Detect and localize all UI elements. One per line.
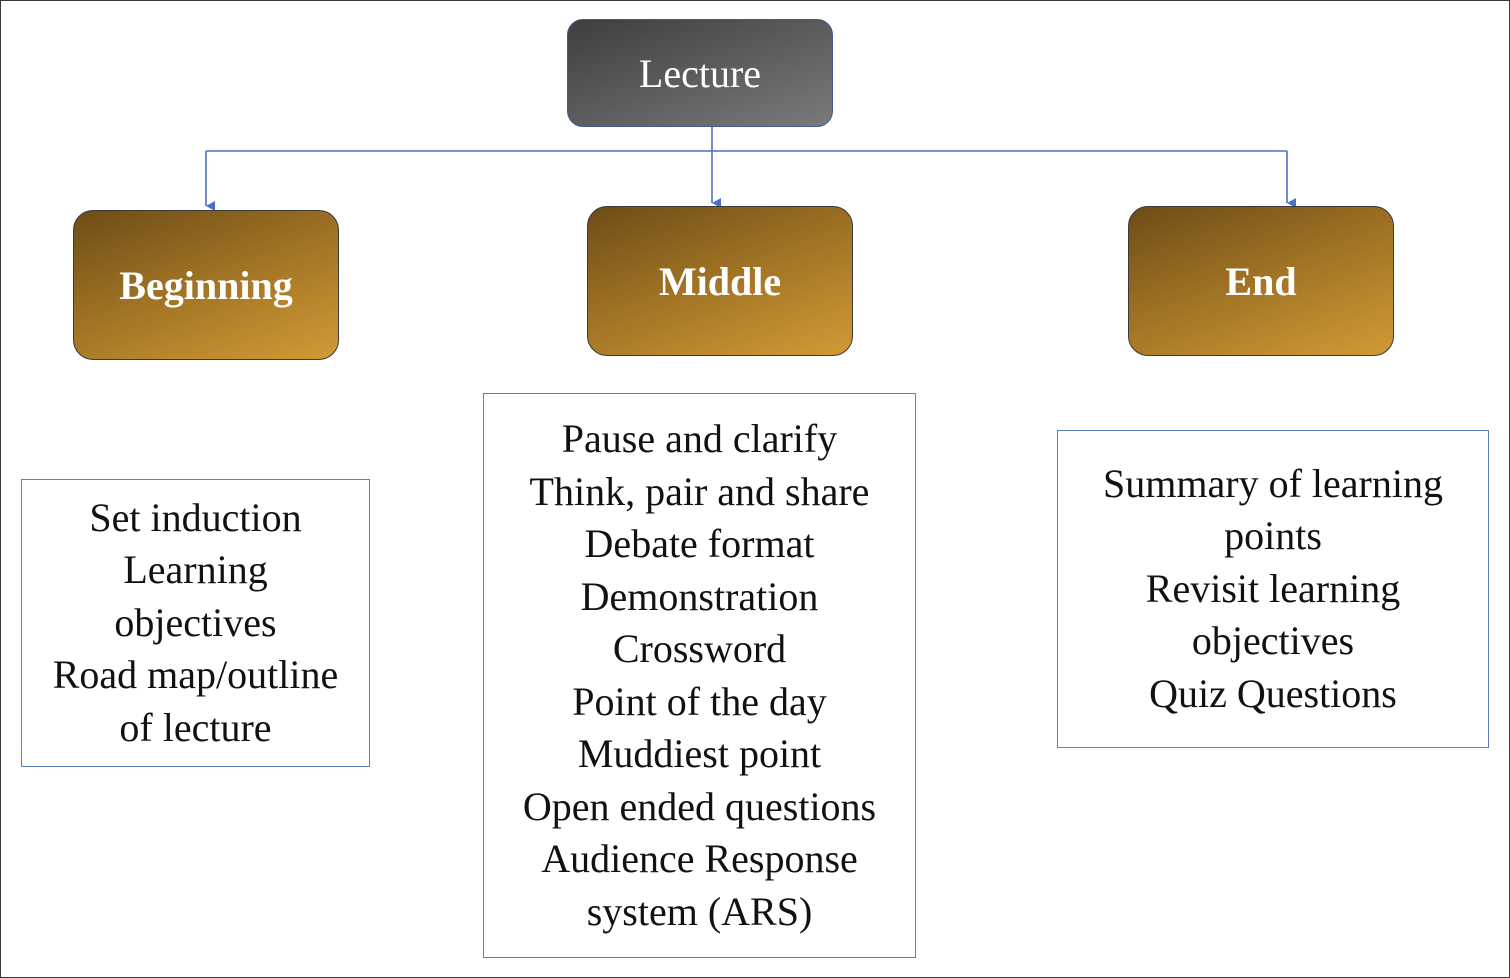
detail-item: Revisit learning: [1145, 565, 1401, 611]
detail-item: Demonstration: [580, 573, 819, 619]
detail-item: Think, pair and share: [529, 468, 870, 514]
detail-box-end: Summary of learning points Revisit learn…: [1057, 430, 1489, 748]
root-node-lecture: Lecture: [567, 19, 833, 127]
detail-item: Road map/outline: [52, 652, 339, 698]
detail-item: Pause and clarify: [561, 416, 838, 461]
detail-item: Summary of learning: [1103, 460, 1443, 506]
phase-node-beginning: Beginning: [73, 210, 339, 360]
detail-box-middle: Pause and clarify Think, pair and share …: [483, 393, 916, 958]
detail-box-beginning: Set induction Learning objectives Road m…: [21, 479, 370, 767]
detail-item: Debate format: [584, 521, 815, 566]
phase-node-middle: Middle: [587, 206, 853, 356]
phase-node-end: End: [1128, 206, 1394, 356]
detail-item: Audience Response: [541, 836, 858, 881]
detail-item: Muddiest point: [577, 731, 822, 776]
detail-item: Point of the day: [572, 678, 827, 724]
phase-node-label: Middle: [658, 258, 782, 304]
detail-item: system (ARS): [586, 888, 813, 934]
detail-item: objectives: [1191, 618, 1355, 664]
detail-item: Set induction: [89, 494, 302, 540]
detail-item: Quiz Questions: [1149, 670, 1397, 716]
detail-item: Open ended questions: [522, 783, 877, 829]
phase-node-label: End: [1225, 258, 1297, 304]
detail-item: Crossword: [612, 626, 787, 671]
phase-node-label: Beginning: [119, 262, 293, 308]
detail-item: Learning: [123, 547, 268, 593]
detail-item: points: [1224, 513, 1322, 559]
root-node-label: Lecture: [638, 50, 762, 96]
detail-item: of lecture: [119, 704, 272, 750]
detail-item: objectives: [114, 599, 277, 645]
